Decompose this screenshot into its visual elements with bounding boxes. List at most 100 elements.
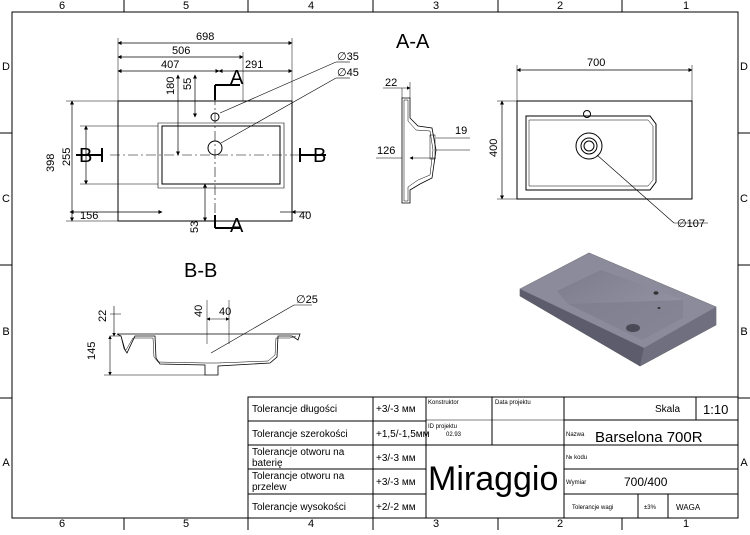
section-aa-profile bbox=[401, 97, 437, 204]
dim-700: 700 bbox=[587, 57, 605, 69]
top-view bbox=[66, 38, 350, 229]
hole-45-label: ∅45 bbox=[337, 67, 359, 79]
col-label: 2 bbox=[557, 518, 563, 530]
side-view-outline bbox=[516, 100, 693, 200]
nazwa-value: Barselona 700R bbox=[595, 429, 703, 446]
dim-126: 126 bbox=[377, 145, 395, 157]
dim-40-horizontal: 40 bbox=[219, 306, 231, 318]
render-drain bbox=[626, 324, 640, 332]
dim-407: 407 bbox=[161, 59, 179, 71]
section-aa-view bbox=[376, 82, 470, 204]
tol-faucet-value: +3/-3 мм bbox=[376, 453, 416, 464]
dim-698: 698 bbox=[196, 31, 214, 43]
row-label: A bbox=[2, 457, 10, 469]
hole-35-label: ∅35 bbox=[337, 51, 359, 63]
col-label: 6 bbox=[59, 0, 65, 12]
col-label: 1 bbox=[683, 518, 689, 530]
col-label: 2 bbox=[557, 0, 563, 12]
nr-kodu-label: № kodu bbox=[566, 454, 587, 461]
col-label: 3 bbox=[433, 518, 439, 530]
dim-22-bb: 22 bbox=[97, 310, 109, 322]
top-view-labels: 698 506 407 291 180 55 398 255 156 53 40… bbox=[45, 31, 359, 233]
konstruktor-label: Konstruktor bbox=[428, 400, 459, 406]
section-aa-title: A-A bbox=[396, 31, 430, 53]
col-label: 4 bbox=[308, 0, 314, 12]
row-label: C bbox=[2, 193, 10, 205]
tol-width-label: Tolerancje szerokości bbox=[252, 429, 348, 440]
top-view-bowl bbox=[161, 125, 281, 185]
tol-overflow-label-1: Tolerancje otworu na bbox=[252, 471, 345, 482]
hole-25-label: ∅25 bbox=[296, 294, 318, 306]
row-label: C bbox=[740, 193, 748, 205]
side-drain-outer bbox=[575, 132, 603, 160]
dim-398: 398 bbox=[45, 154, 57, 172]
tol-overflow-label-2: przelew bbox=[252, 482, 287, 493]
section-letters: A A B B A-A B-B bbox=[79, 31, 430, 282]
title-block bbox=[247, 396, 739, 519]
tol-length-label: Tolerancje długości bbox=[252, 404, 337, 415]
col-label: 5 bbox=[183, 518, 189, 530]
dim-19: 19 bbox=[455, 125, 467, 137]
nazwa-label: Nazwa bbox=[566, 432, 585, 438]
section-b-left: B bbox=[79, 145, 92, 167]
side-faucet-hole bbox=[583, 110, 591, 118]
section-bb-labels: 40 40 22 145 ∅25 bbox=[86, 294, 318, 360]
row-label: A bbox=[740, 457, 748, 469]
frame-column-labels: 6 5 4 3 2 1 6 5 4 3 2 1 bbox=[59, 0, 689, 530]
row-label: D bbox=[2, 61, 10, 73]
row-label: B bbox=[740, 326, 747, 338]
dim-291: 291 bbox=[245, 59, 263, 71]
col-label: 6 bbox=[59, 518, 65, 530]
skala-value: 1:10 bbox=[703, 402, 728, 417]
side-view bbox=[497, 65, 708, 224]
dim-506: 506 bbox=[172, 45, 190, 57]
side-view-labels: 700 400 ∅107 bbox=[488, 57, 705, 230]
title-block-text: Tolerancje długości +3/-3 мм Tolerancje … bbox=[252, 400, 728, 513]
col-label: 4 bbox=[308, 518, 314, 530]
render-faucet-hole bbox=[653, 291, 659, 295]
id-projektu-label: ID projektu bbox=[428, 424, 457, 430]
side-drain-inner bbox=[580, 137, 598, 155]
dim-22: 22 bbox=[385, 77, 397, 89]
section-a-top: A bbox=[230, 67, 244, 89]
dim-53: 53 bbox=[189, 221, 201, 233]
dim-400: 400 bbox=[488, 139, 500, 157]
tol-length-value: +3/-3 мм bbox=[376, 404, 416, 415]
tol-wagi-value: ±3% bbox=[644, 505, 657, 511]
tol-height-value: +2/-2 мм bbox=[376, 502, 416, 513]
section-b-right: B bbox=[313, 145, 326, 167]
drain-hole bbox=[207, 140, 223, 156]
dim-156: 156 bbox=[80, 210, 98, 222]
tol-wagi-label: Tolerancje wagi bbox=[572, 505, 613, 511]
side-view-bowl bbox=[525, 115, 657, 191]
brand-logo: Miraggio bbox=[428, 460, 558, 498]
col-label: 5 bbox=[183, 0, 189, 12]
wymiar-label: Wymiar bbox=[566, 480, 586, 486]
section-bb-view bbox=[104, 300, 312, 376]
data-projektu-label: Data projektu bbox=[495, 400, 531, 406]
dim-145: 145 bbox=[86, 342, 98, 360]
tol-overflow-value: +3/-3 мм bbox=[376, 477, 416, 488]
dim-40: 40 bbox=[299, 210, 311, 222]
dim-40-vertical: 40 bbox=[193, 305, 205, 317]
frame-row-labels: D C B A D C B A bbox=[2, 61, 748, 469]
waga-label: WAGA bbox=[676, 503, 701, 512]
col-label: 1 bbox=[683, 0, 689, 12]
dim-180: 180 bbox=[165, 77, 177, 95]
section-bb-title: B-B bbox=[184, 260, 217, 282]
row-label: B bbox=[2, 326, 9, 338]
dim-55: 55 bbox=[182, 78, 194, 90]
row-label: D bbox=[740, 61, 748, 73]
dim-255: 255 bbox=[61, 148, 73, 166]
section-a-bottom: A bbox=[230, 215, 244, 237]
tol-faucet-label-2: baterię bbox=[252, 458, 283, 469]
tol-width-value: +1,5/-1,5мм bbox=[376, 429, 430, 440]
col-label: 3 bbox=[433, 0, 439, 12]
drain-107-label: ∅107 bbox=[677, 218, 705, 230]
skala-label: Skala bbox=[655, 404, 680, 415]
section-aa-labels: 22 19 126 bbox=[377, 77, 467, 157]
tol-faucet-label-1: Tolerancje otworu na bbox=[252, 447, 345, 458]
